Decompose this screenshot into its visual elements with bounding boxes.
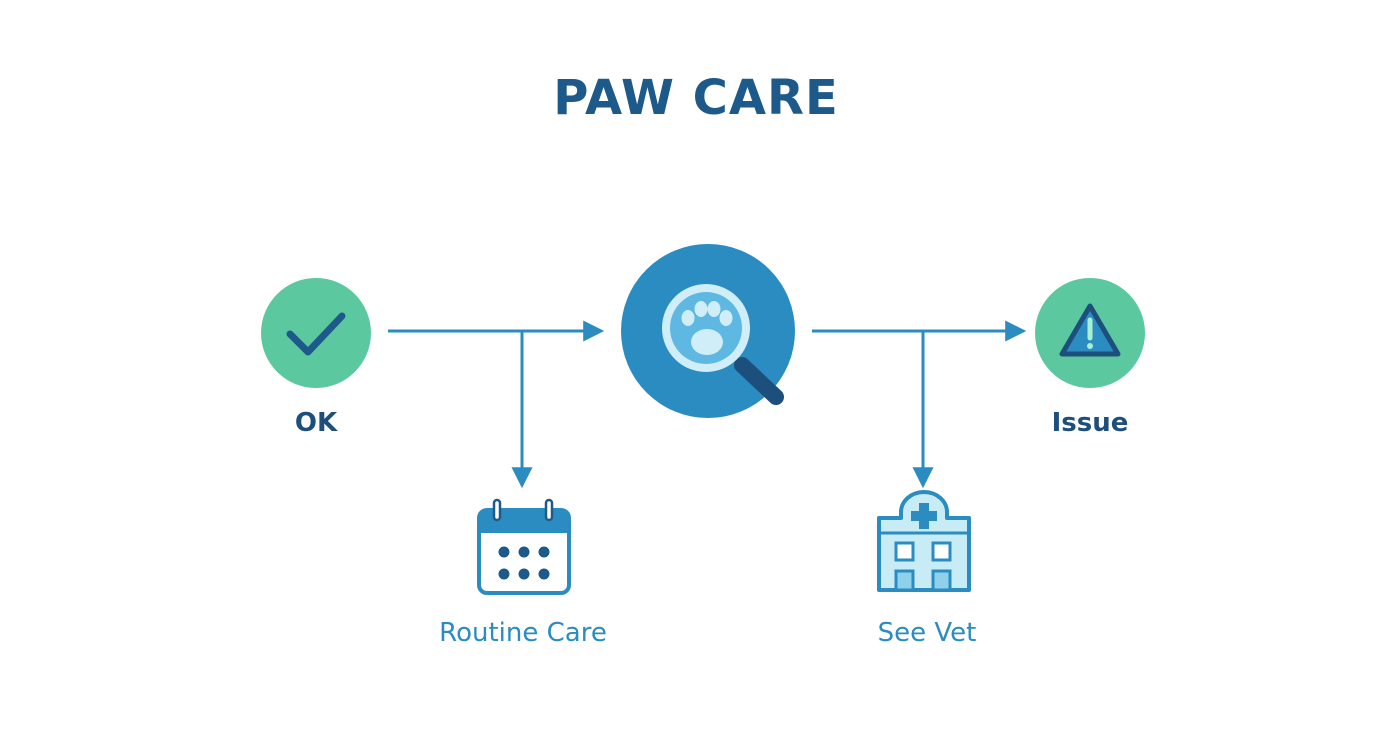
node-label-issue: Issue bbox=[1051, 408, 1129, 438]
page-title: PAW CARE bbox=[553, 70, 839, 126]
warning-icon bbox=[1035, 278, 1145, 388]
hospital-icon bbox=[877, 490, 971, 592]
calendar-icon bbox=[477, 498, 571, 595]
node-label-ok: OK bbox=[294, 408, 338, 438]
checkmark-icon bbox=[261, 278, 371, 388]
node-label-see-vet: See Vet bbox=[877, 618, 977, 648]
node-label-routine-care: Routine Care bbox=[439, 618, 607, 648]
magnifier-paw-icon bbox=[621, 244, 795, 418]
